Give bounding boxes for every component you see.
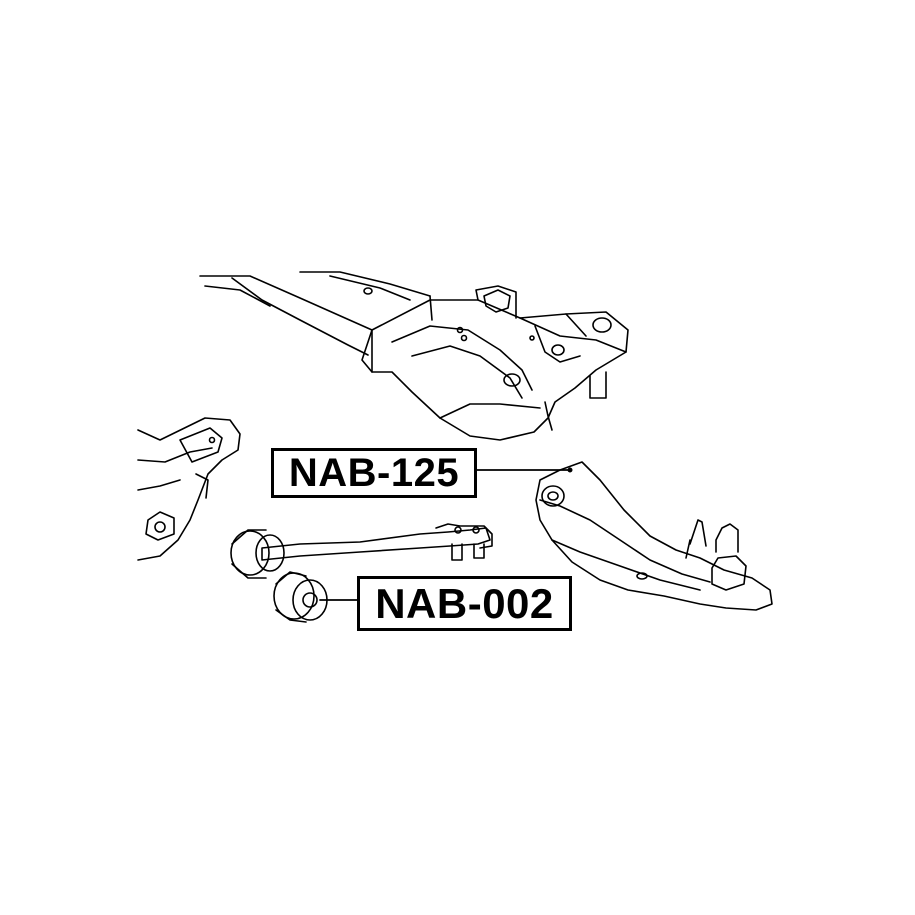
- subframe-crossmember: [199, 271, 629, 441]
- part-label-nab-125: NAB-125: [271, 448, 477, 498]
- left-body-bracket: [137, 417, 241, 561]
- lower-control-arm: [535, 461, 773, 611]
- leader-lines: [319, 467, 573, 601]
- part-label-nab-002: NAB-002: [357, 576, 572, 631]
